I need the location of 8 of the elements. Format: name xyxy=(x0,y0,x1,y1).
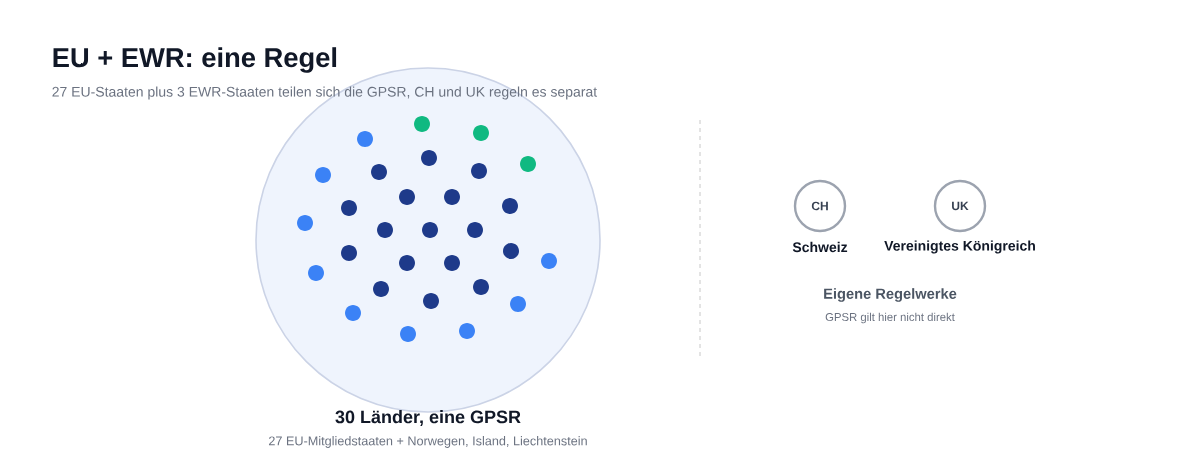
subtitle: 27 EU-Staaten plus 3 EWR-Staaten teilen sich die GPSR, CH und UK regeln es separat xyxy=(52,86,597,100)
group-heading: Eigene Regelwerke xyxy=(824,288,957,302)
region-caption: 30 Länder, eine GPSR xyxy=(335,410,521,426)
title: EU + EWR: eine Regel xyxy=(53,47,337,73)
region-subcaption: 27 EU-Mitgliedstaaten + Norwegen, Island, Liechtenstein xyxy=(269,436,587,448)
group-note: GPSR gilt hier nicht direkt xyxy=(825,312,955,324)
country-name: Schweiz xyxy=(792,241,848,253)
country-name: Vereinigtes Königreich xyxy=(884,240,1035,254)
